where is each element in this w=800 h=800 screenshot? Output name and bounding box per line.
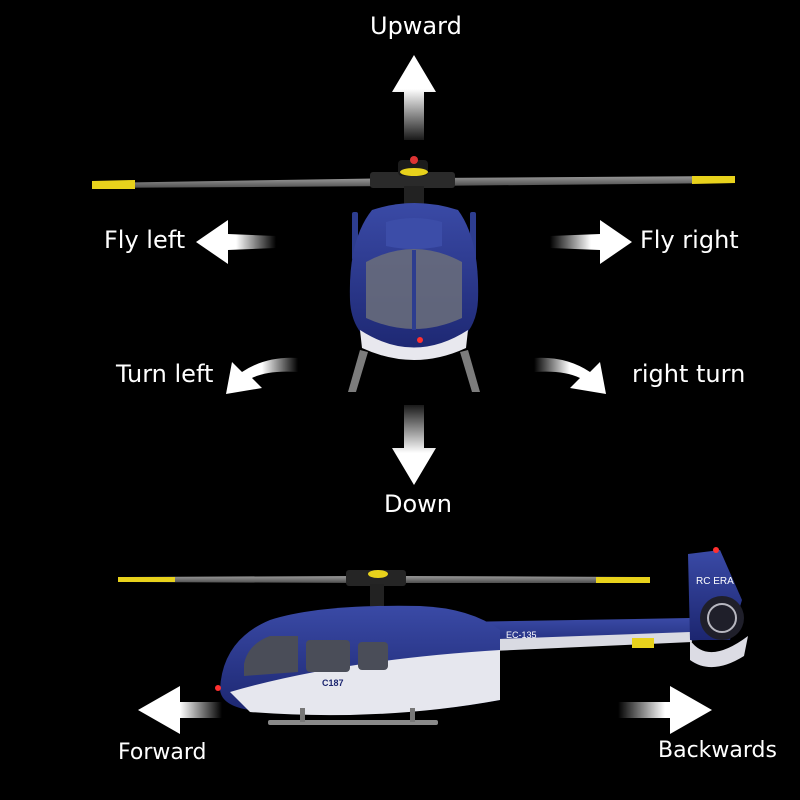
arrow-right-icon [550, 220, 632, 264]
model-code: EC-135 [506, 630, 537, 640]
arrow-left-icon [196, 220, 276, 264]
arrow-up-icon [392, 55, 436, 140]
label-forward: Forward [118, 740, 207, 765]
turn-right-icon [534, 357, 606, 394]
label-upward: Upward [370, 12, 462, 40]
body-badge: C187 [322, 678, 344, 688]
label-right-turn: right turn [632, 360, 746, 388]
label-turn-left: Turn left [116, 360, 214, 388]
label-backwards: Backwards [658, 738, 777, 763]
helicopter-front-view [92, 156, 735, 392]
label-fly-right: Fly right [640, 226, 739, 254]
tail-logo: RC ERA [696, 576, 734, 587]
arrow-down-icon [392, 405, 436, 485]
helicopter-side-view: RC ERA EC-135 C187 [118, 547, 748, 725]
label-down: Down [384, 490, 453, 518]
arrow-forward-icon [138, 686, 222, 734]
label-fly-left: Fly left [104, 226, 186, 254]
arrow-backwards-icon [618, 686, 712, 734]
turn-left-icon [226, 357, 298, 394]
